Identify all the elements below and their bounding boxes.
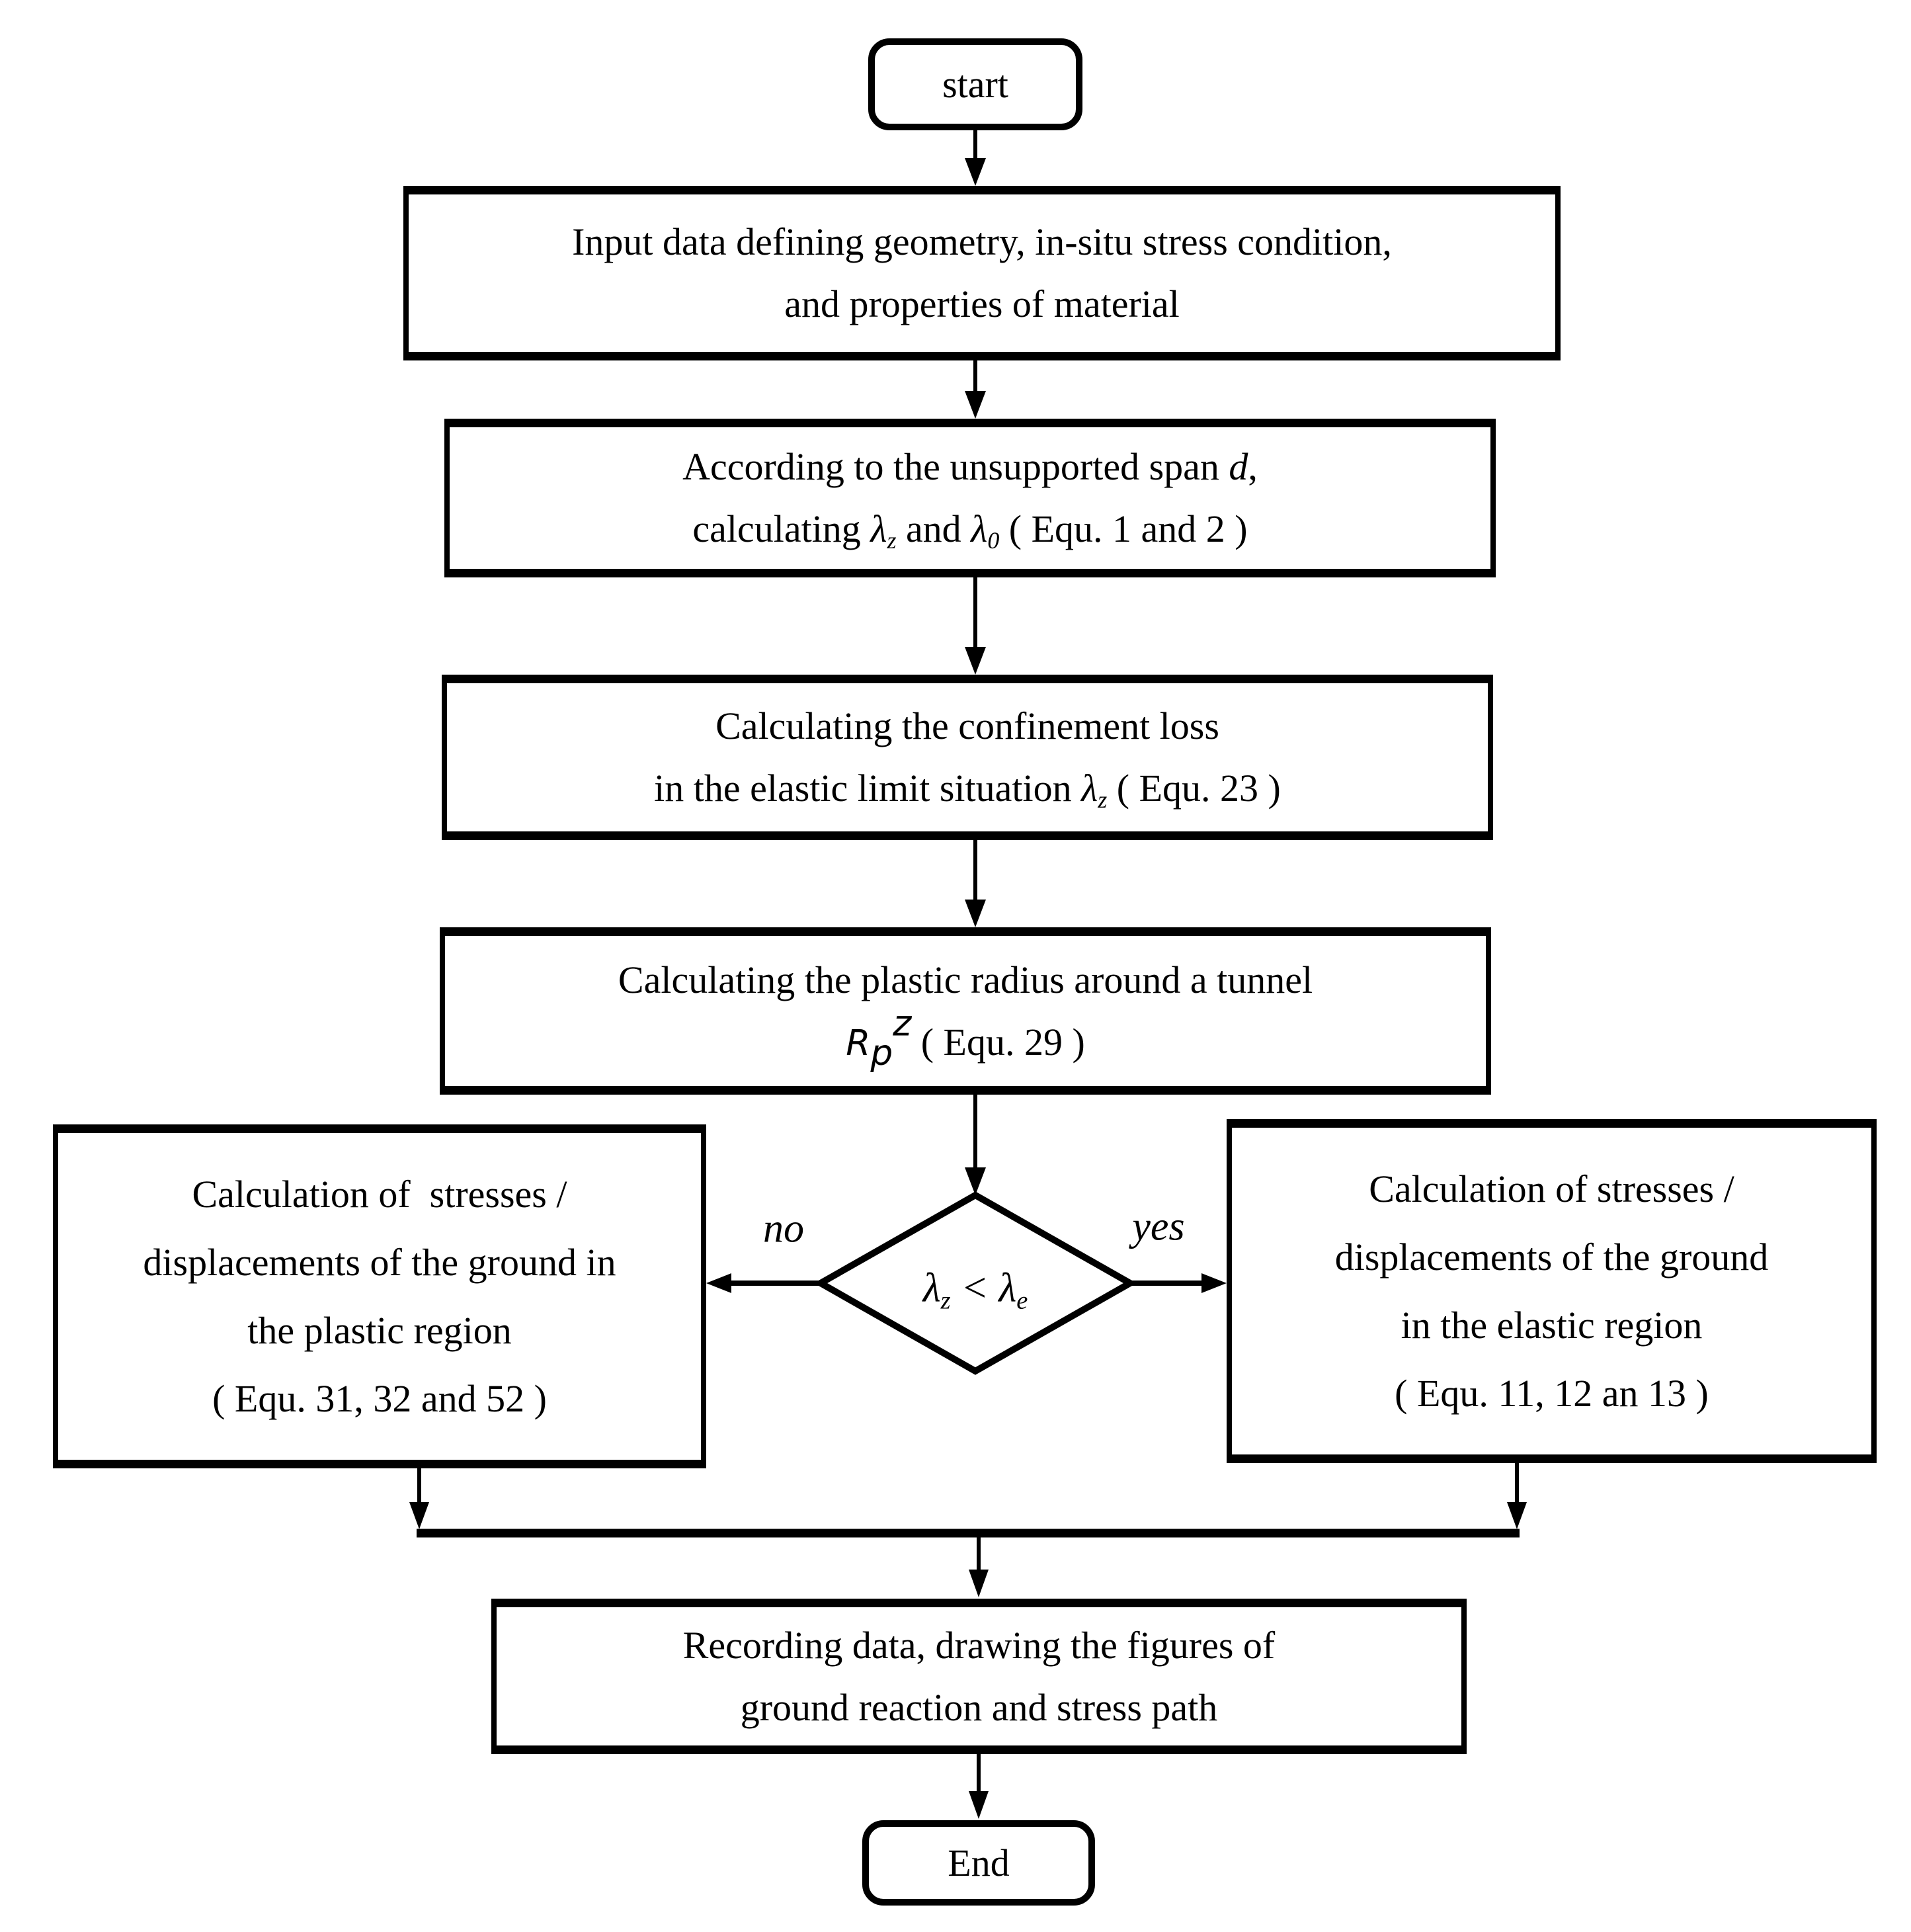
recording-line-1: Recording data, drawing the figures of <box>682 1623 1276 1667</box>
start-label: start <box>942 62 1008 106</box>
arrow-confinement-to-radius <box>965 840 986 927</box>
text-fragment: According to the unsupported span <box>682 445 1229 489</box>
confinement-line-1: Calculating the confinement loss <box>715 704 1219 748</box>
radius-line-2: Rpz ( Equ. 29 ) <box>846 1005 1085 1073</box>
text-fragment: , <box>1248 445 1258 489</box>
plastic-line-1: Calculation of stresses / <box>192 1172 567 1216</box>
node-span-calculation: According to the unsupported span d, cal… <box>444 419 1496 577</box>
arrow-plastic-to-merge <box>409 1468 429 1529</box>
subscript-0: 0 <box>987 527 1000 554</box>
decision-diamond-shape <box>813 1191 1137 1375</box>
arrow-span-to-confinement <box>965 577 986 675</box>
less-than-operator: < <box>950 1265 999 1311</box>
decision-no-label: no <box>763 1206 804 1251</box>
arrow-elastic-to-merge <box>1507 1463 1527 1529</box>
var-lambda-e: λ <box>998 1265 1017 1311</box>
var-lambda-0: λ <box>971 507 988 550</box>
plastic-line-3: the plastic region <box>247 1309 512 1352</box>
subscript-z: z <box>940 1286 951 1315</box>
radius-line-1: Calculating the plastic radius around a … <box>618 958 1313 1001</box>
subscript-p: p <box>870 1031 893 1073</box>
text-fragment: in the elastic limit situation <box>654 767 1082 810</box>
subscript-z: z <box>887 527 897 554</box>
text-fragment: and <box>896 507 971 550</box>
superscript-z: z <box>893 1002 912 1044</box>
elastic-line-1: Calculation of stresses / <box>1369 1167 1734 1210</box>
node-input-data: Input data defining geometry, in-situ st… <box>403 186 1561 360</box>
arrow-recording-to-end <box>969 1754 989 1819</box>
node-plastic-region-calc: Calculation of stresses / displacements … <box>53 1124 706 1468</box>
subscript-z: z <box>1098 786 1108 814</box>
node-recording: Recording data, drawing the figures of g… <box>491 1599 1467 1754</box>
text-fragment: ( Equ. 23 ) <box>1107 767 1281 810</box>
arrow-decision-no <box>706 1273 821 1293</box>
text-fragment: ( Equ. 29 ) <box>911 1020 1085 1064</box>
input-line-2: and properties of material <box>784 282 1180 325</box>
elastic-line-2: displacements of the ground <box>1334 1235 1769 1279</box>
node-start: start <box>868 38 1082 130</box>
end-label: End <box>948 1841 1010 1884</box>
span-line-2: calculating λz and λ0 ( Equ. 1 and 2 ) <box>692 498 1247 560</box>
decision-label: λz < λe <box>922 1265 1028 1315</box>
var-d: d <box>1229 445 1248 489</box>
decision-yes-label: yes <box>1132 1204 1185 1249</box>
node-confinement-loss: Calculating the confinement loss in the … <box>442 675 1493 840</box>
node-elastic-region-calc: Calculation of stresses / displacements … <box>1227 1119 1877 1463</box>
arrow-merge-to-recording <box>969 1537 989 1597</box>
elastic-line-4: ( Equ. 11, 12 an 13 ) <box>1395 1372 1709 1415</box>
var-lambda-z: λ <box>1081 767 1098 810</box>
input-line-1: Input data defining geometry, in-situ st… <box>572 220 1392 264</box>
text-fragment: calculating <box>692 507 871 550</box>
confinement-line-2: in the elastic limit situation λz ( Equ.… <box>654 757 1281 819</box>
var-lambda-z: λ <box>922 1265 941 1311</box>
arrow-decision-yes <box>1130 1273 1227 1293</box>
elastic-line-3: in the elastic region <box>1401 1304 1703 1347</box>
text-fragment: ( Equ. 1 and 2 ) <box>999 507 1248 550</box>
span-line-1: According to the unsupported span d, <box>682 436 1258 498</box>
plastic-line-4: ( Equ. 31, 32 and 52 ) <box>212 1377 547 1421</box>
plastic-line-2: displacements of the ground in <box>143 1240 616 1284</box>
var-R: R <box>846 1021 871 1064</box>
node-end: End <box>862 1820 1095 1906</box>
arrow-start-to-input <box>965 130 986 186</box>
subscript-e: e <box>1016 1286 1028 1315</box>
arrow-input-to-span <box>965 360 986 419</box>
recording-line-2: ground reaction and stress path <box>740 1685 1218 1729</box>
var-lambda-z: λ <box>870 507 887 550</box>
node-plastic-radius: Calculating the plastic radius around a … <box>440 927 1491 1095</box>
arrow-radius-to-decision <box>965 1095 986 1195</box>
